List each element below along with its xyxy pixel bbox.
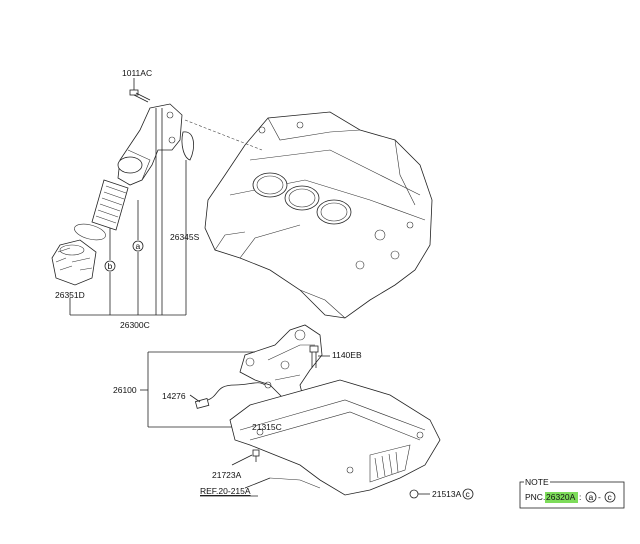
note-pnc-label: PNC.: [525, 492, 545, 502]
note-highlight: [545, 492, 578, 503]
oil-pan: [229, 379, 441, 499]
filter-element: [91, 179, 129, 231]
note-box: NOTE PNC. 26320A : a - c: [519, 477, 625, 509]
label-21513a: 21513A: [432, 489, 462, 499]
note-item-a: a: [589, 492, 594, 502]
note-pnc-value: 26320A: [546, 492, 576, 502]
circle-b-text: b: [108, 261, 113, 271]
circle-c-text: c: [466, 489, 471, 499]
circle-a-text: a: [136, 241, 141, 251]
label-26351d: 26351D: [55, 290, 85, 300]
label-ref: REF.20-215A: [200, 486, 251, 496]
oil-filter-assembly: [51, 89, 263, 286]
label-1140eb: 1140EB: [332, 350, 362, 360]
label-21723a: 21723A: [212, 470, 242, 480]
note-title: NOTE: [525, 477, 549, 487]
filter-cap: [51, 239, 97, 286]
bolt-part: [129, 89, 151, 103]
filter-bracket-lines: [69, 78, 187, 316]
ref-leader: [244, 477, 271, 489]
label-21315c: 21315C: [252, 422, 282, 432]
pan-plug-leader: [231, 454, 253, 466]
label-26300c: 26300C: [120, 320, 150, 330]
note-item-c: c: [608, 492, 613, 502]
note-colon: :: [579, 492, 581, 502]
engine-block: [204, 111, 433, 319]
label-26100: 26100: [113, 385, 137, 395]
label-26345s: 26345S: [170, 232, 200, 242]
circle-b-marker: b: [104, 260, 116, 272]
label-1011ac: 1011AC: [122, 68, 152, 78]
pump-bracket-lines: [140, 351, 330, 428]
label-14276: 14276: [162, 391, 186, 401]
circle-a-marker: a: [132, 240, 144, 252]
note-sep: -: [598, 492, 601, 502]
circle-c-marker: c: [462, 488, 474, 500]
